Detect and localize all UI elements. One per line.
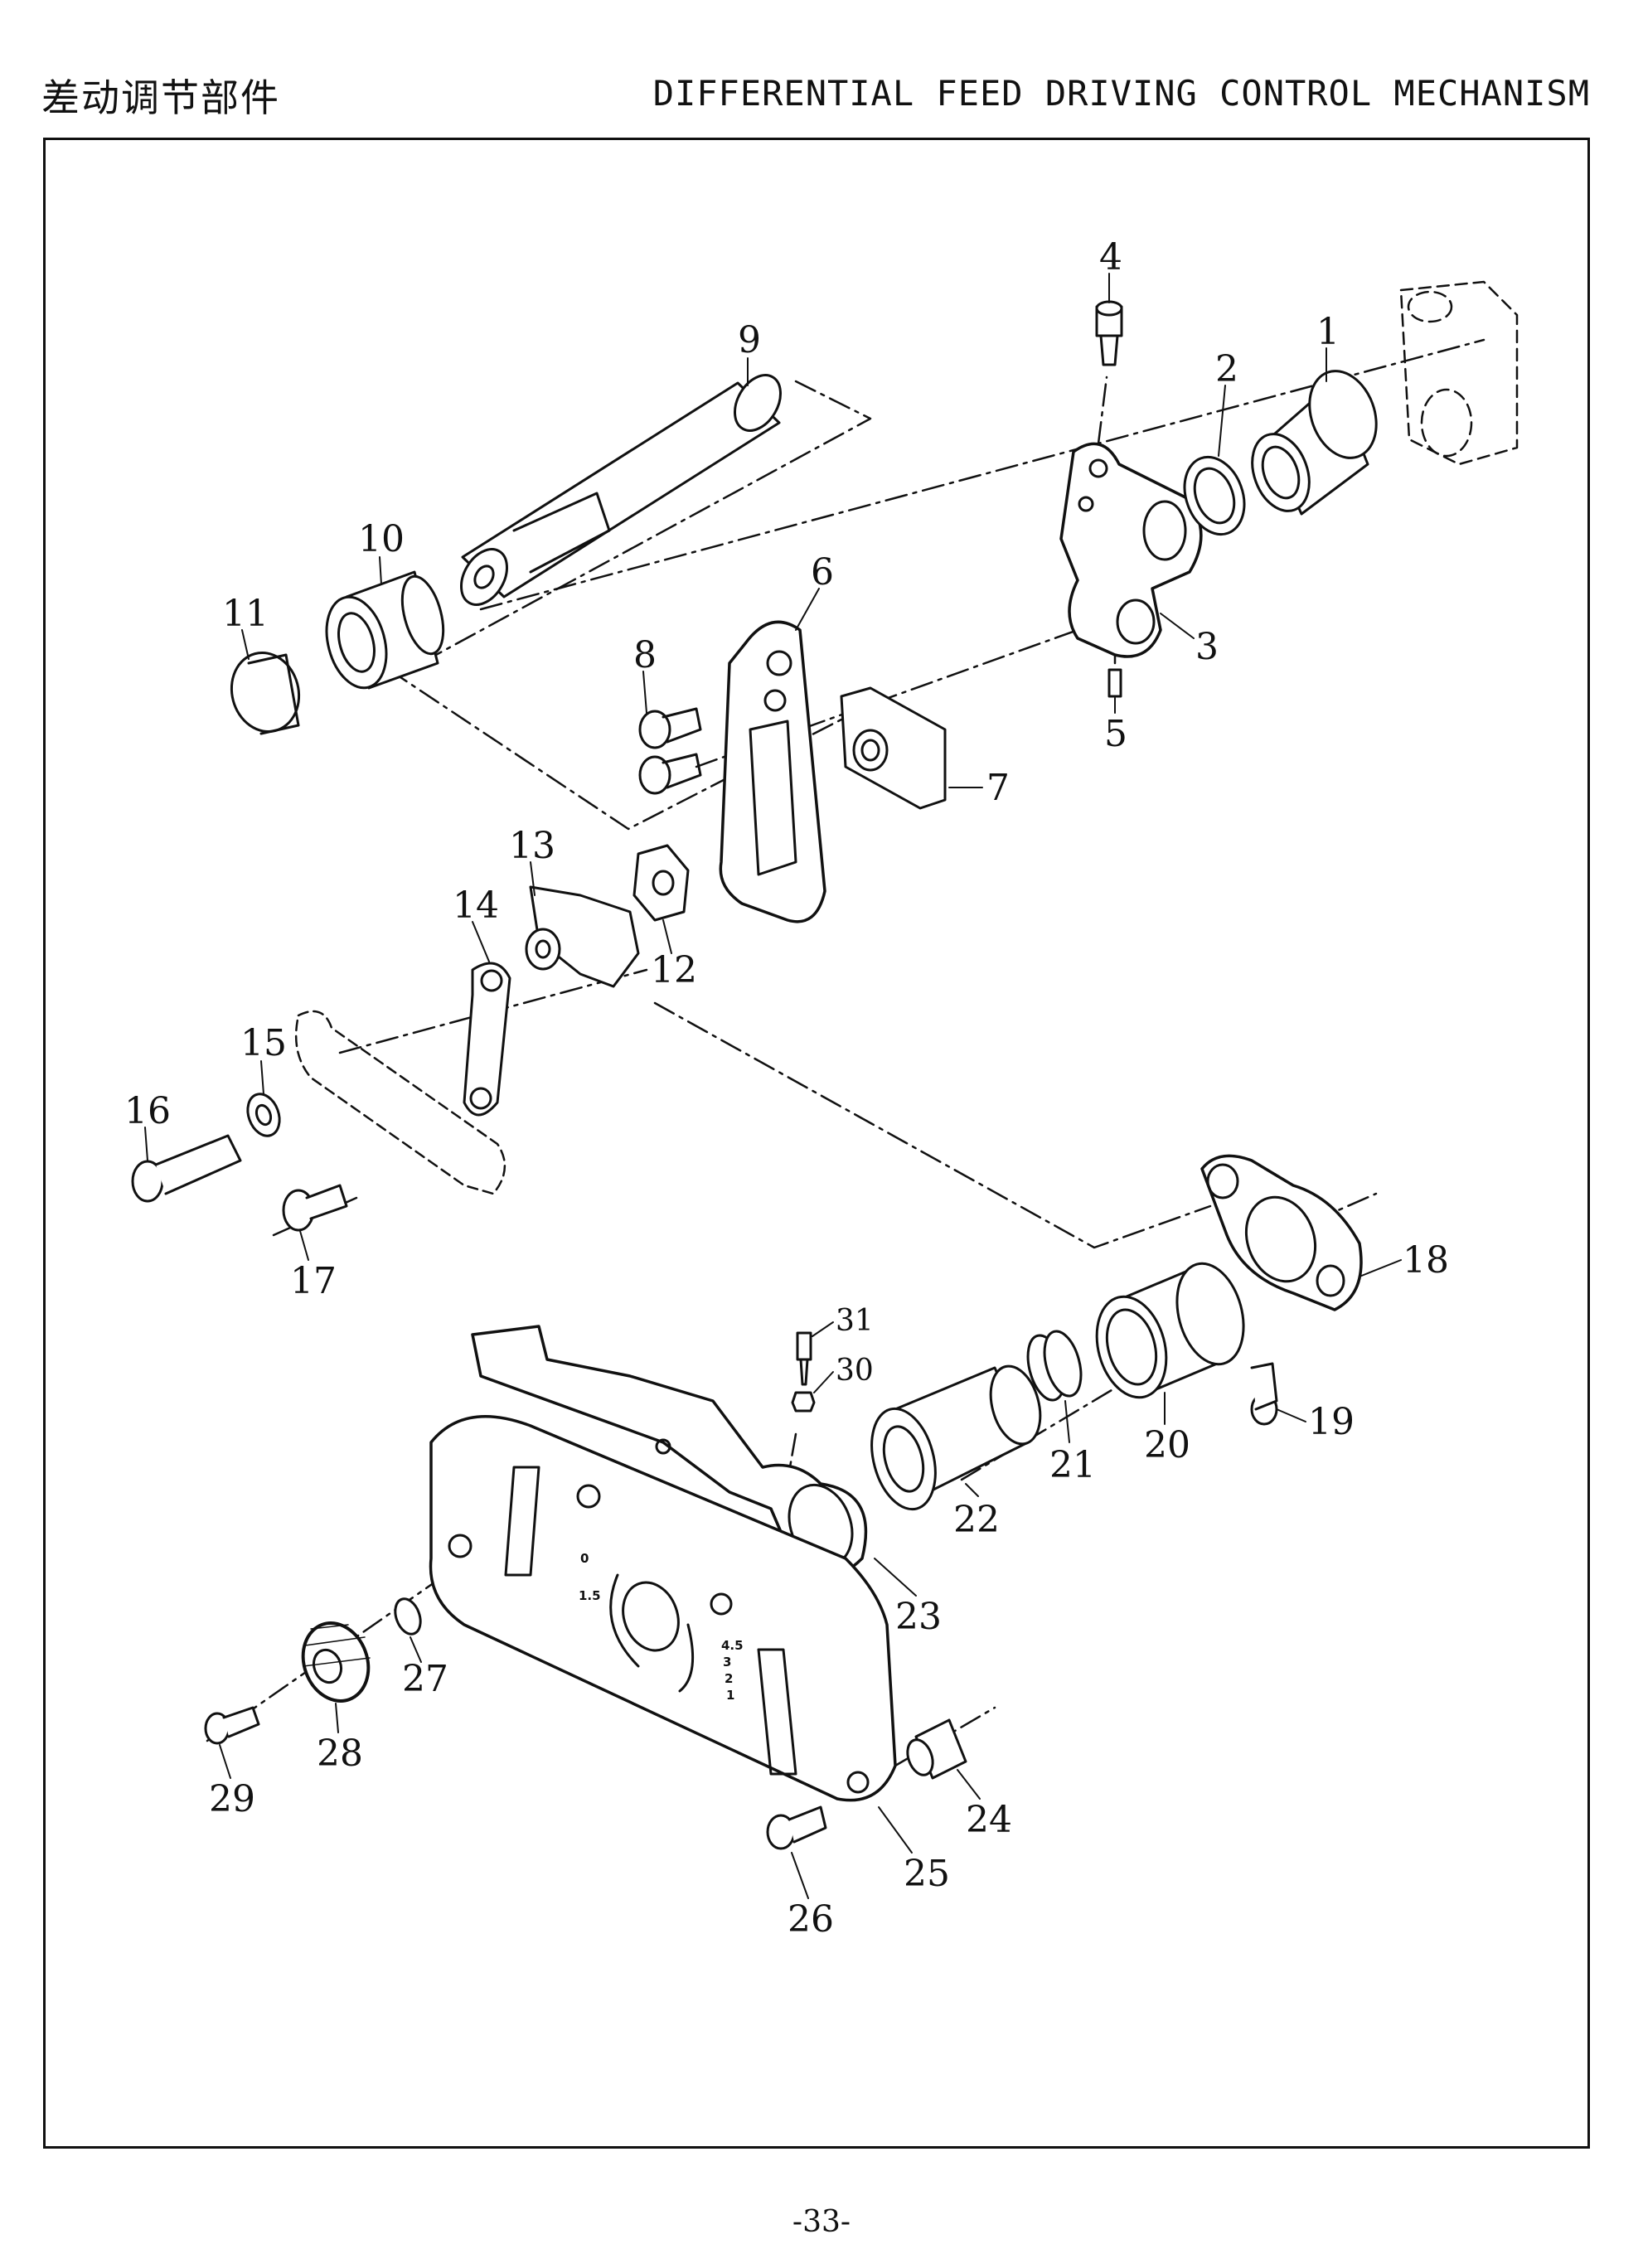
callout-1: 1 bbox=[1316, 311, 1340, 353]
housing-outline bbox=[1399, 280, 1519, 466]
part-7-block bbox=[840, 686, 947, 810]
part-5-setscrew bbox=[1107, 668, 1122, 698]
exploded-parts-diagram: 0 1.5 4.5 3 2 1 bbox=[124, 236, 1519, 1941]
part-26-screw bbox=[766, 1805, 827, 1850]
part-17-screw bbox=[282, 1184, 348, 1232]
callout-31: 31 bbox=[836, 1304, 874, 1338]
part-6-slotted-link bbox=[719, 620, 826, 923]
part-30-nut bbox=[791, 1391, 816, 1413]
callout-13: 13 bbox=[509, 825, 555, 867]
callout-28: 28 bbox=[317, 1732, 363, 1775]
callout-5: 5 bbox=[1104, 713, 1127, 755]
part-15-washer bbox=[246, 1093, 281, 1137]
link-outline bbox=[294, 1010, 506, 1195]
part-14-link bbox=[463, 962, 511, 1117]
part-9-shaft bbox=[460, 374, 782, 606]
part-2-washer bbox=[1183, 455, 1246, 536]
part-22-sleeve bbox=[870, 1364, 1042, 1511]
part-29-screw bbox=[204, 1706, 260, 1745]
scale-1: 1 bbox=[726, 1688, 734, 1703]
scale-0: 0 bbox=[580, 1551, 589, 1566]
part-10-bushing bbox=[325, 570, 445, 690]
scale-1-5: 1.5 bbox=[579, 1588, 601, 1603]
callout-4: 4 bbox=[1099, 236, 1122, 279]
plate-scale: 0 1.5 4.5 3 2 1 bbox=[579, 1551, 744, 1703]
callout-20: 20 bbox=[1144, 1424, 1190, 1466]
leader-lines bbox=[144, 273, 1402, 1899]
callout-2: 2 bbox=[1215, 348, 1238, 390]
part-20-collar bbox=[1095, 1262, 1245, 1399]
callout-26: 26 bbox=[788, 1898, 834, 1941]
part-18-clamp bbox=[1200, 1154, 1363, 1311]
part-13-bracket bbox=[525, 885, 640, 988]
callout-27: 27 bbox=[402, 1658, 448, 1700]
callout-7: 7 bbox=[986, 767, 1010, 809]
callout-17: 17 bbox=[290, 1260, 337, 1302]
callout-22: 22 bbox=[953, 1499, 1000, 1541]
part-27-washer bbox=[394, 1597, 422, 1636]
callout-10: 10 bbox=[358, 518, 405, 560]
callout-9: 9 bbox=[738, 319, 761, 361]
part-25-plate: 0 1.5 4.5 3 2 1 bbox=[429, 1415, 897, 1802]
callout-3: 3 bbox=[1195, 626, 1219, 668]
part-11-cap bbox=[230, 651, 301, 735]
callout-8: 8 bbox=[633, 634, 657, 676]
part-21-rings bbox=[1026, 1330, 1083, 1402]
callout-29: 29 bbox=[209, 1778, 255, 1820]
callout-21: 21 bbox=[1049, 1444, 1096, 1486]
callout-23: 23 bbox=[895, 1596, 942, 1638]
part-4-screw bbox=[1095, 300, 1123, 366]
callout-15: 15 bbox=[240, 1022, 287, 1064]
diagram-frame bbox=[43, 138, 1590, 2149]
callout-25: 25 bbox=[904, 1853, 950, 1895]
part-3-crank bbox=[1059, 442, 1203, 658]
callout-30: 30 bbox=[836, 1354, 874, 1388]
callout-12: 12 bbox=[651, 949, 697, 991]
callout-18: 18 bbox=[1403, 1239, 1449, 1282]
page-number: -33- bbox=[792, 2205, 851, 2239]
scale-3: 3 bbox=[723, 1655, 731, 1670]
callout-24: 24 bbox=[966, 1799, 1012, 1841]
callout-11: 11 bbox=[222, 593, 269, 635]
part-28-knob bbox=[301, 1621, 371, 1703]
callout-14: 14 bbox=[453, 884, 499, 927]
title-english: DIFFERENTIAL FEED DRIVING CONTROL MECHAN… bbox=[652, 73, 1590, 114]
part-31-screw bbox=[796, 1331, 812, 1386]
scale-4-5: 4.5 bbox=[721, 1638, 744, 1653]
callouts: 1 2 3 4 5 6 7 8 9 10 11 12 13 14 15 16 1… bbox=[124, 236, 1449, 1941]
title-chinese: 差动调节部件 bbox=[41, 75, 280, 120]
callout-19: 19 bbox=[1308, 1401, 1355, 1443]
part-12-block bbox=[632, 844, 690, 922]
callout-6: 6 bbox=[811, 551, 834, 594]
part-19-screw bbox=[1250, 1362, 1278, 1426]
callout-16: 16 bbox=[124, 1090, 171, 1132]
part-1-bushing bbox=[1251, 370, 1378, 516]
part-8-screws bbox=[638, 707, 702, 795]
scale-2: 2 bbox=[725, 1671, 733, 1686]
part-16-shoulder-screw bbox=[131, 1134, 242, 1203]
part-24-bushing bbox=[906, 1718, 967, 1780]
